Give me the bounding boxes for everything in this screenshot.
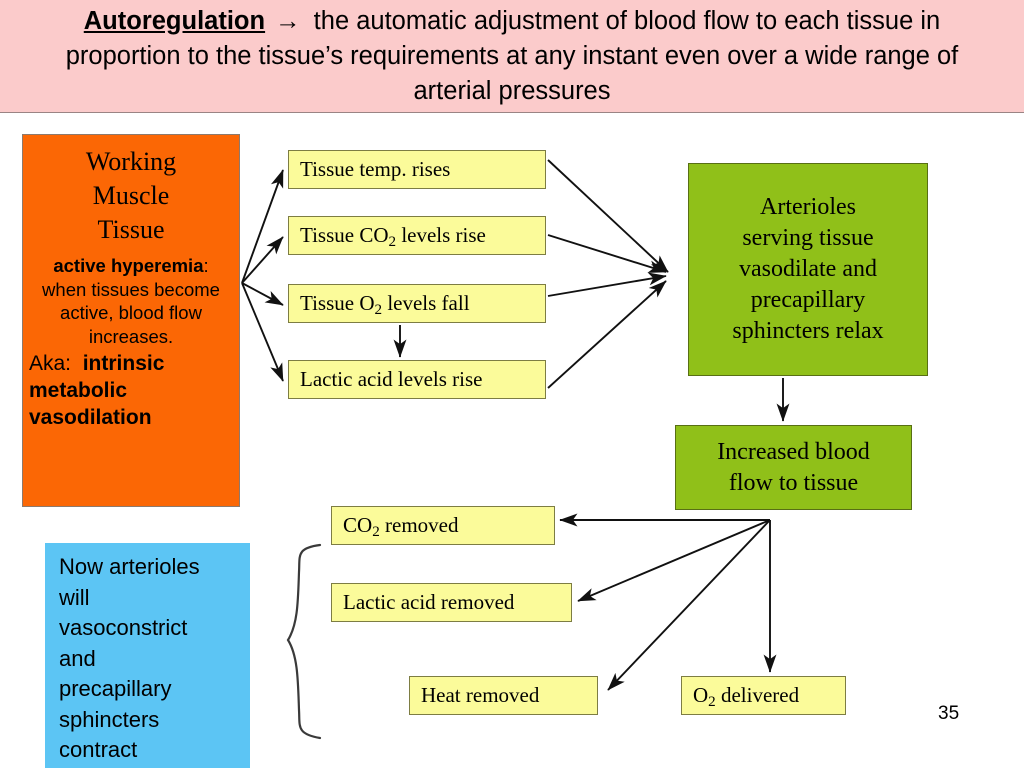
arrow-increased-flow-to-outcomes	[559, 513, 777, 691]
stimulus-box-tissue-temp[interactable]: Tissue temp. rises	[288, 150, 546, 189]
stimulus-label: Tissue temp. rises	[300, 157, 451, 181]
header-arrow-icon: →	[275, 6, 301, 35]
response-line: serving tissue	[742, 225, 874, 251]
grouping-brace-icon	[286, 543, 322, 740]
source-title-line-2: Muscle	[92, 181, 170, 210]
response-line: flow to tissue	[728, 469, 859, 496]
page-number: 35	[938, 703, 960, 724]
stimulus-box-co2[interactable]: Tissue CO2 levels rise	[288, 216, 546, 255]
outcome-box-lactic-acid-removed[interactable]: Lactic acid removed	[331, 583, 572, 622]
header-definition: Autoregulation → the automatic adjustment…	[32, 4, 992, 109]
working-muscle-tissue-box[interactable]: Working Muscle Tissue active hyperemia: …	[22, 134, 240, 507]
arrow-source-to-stimuli	[241, 169, 284, 382]
conclusion-line: vasoconstrict	[59, 615, 188, 640]
outcome-label: Lactic acid removed	[343, 590, 515, 614]
conclusion-line: contract	[59, 737, 138, 762]
source-term: active hyperemia	[53, 255, 204, 276]
outcome-label: CO2 removed	[343, 513, 459, 541]
source-title-line-1: Working	[85, 147, 177, 176]
increased-blood-flow-box[interactable]: Increased blood flow to tissue	[675, 425, 912, 510]
header-banner: Autoregulation → the automatic adjustment…	[0, 0, 1024, 113]
conclusion-line: sphincters	[59, 706, 160, 732]
conclusion-line: and	[59, 645, 96, 671]
conclusion-line: will	[59, 584, 90, 610]
arterioles-vasodilate-box[interactable]: Arterioles serving tissue vasodilate and…	[688, 163, 928, 376]
source-aka-label: Aka:	[29, 352, 72, 375]
source-description-text: when tissues become active, blood flow i…	[42, 278, 220, 347]
outcome-box-o2-delivered[interactable]: O2 delivered	[681, 676, 846, 715]
stimulus-label: Tissue O2 levels fall	[300, 291, 470, 319]
arrow-stimuli-to-arterioles	[547, 159, 669, 389]
source-aka-value: intrinsic metabolic vasodilation	[29, 352, 165, 429]
source-description: active hyperemia: when tissues become ac…	[29, 254, 233, 348]
stimulus-label: Lactic acid levels rise	[300, 367, 483, 391]
stimulus-label: Tissue CO2 levels rise	[300, 223, 486, 251]
response-line: sphincters relax	[732, 318, 884, 344]
conclusion-line: Now arterioles	[59, 554, 200, 579]
header-keyword: Autoregulation	[83, 6, 266, 35]
header-definition-text: the automatic adjustment of blood flow t…	[65, 6, 959, 105]
outcome-box-heat-removed[interactable]: Heat removed	[409, 676, 598, 715]
source-title-line-3: Tissue	[97, 215, 165, 244]
outcome-label: Heat removed	[421, 683, 540, 707]
response-line: Increased blood	[717, 438, 870, 465]
response-line: Arterioles	[760, 194, 856, 220]
source-term-colon: :	[203, 255, 209, 276]
outcome-label: O2 delivered	[693, 683, 800, 711]
response-line: vasodilate and	[739, 256, 877, 282]
stimulus-box-lactic-acid[interactable]: Lactic acid levels rise	[288, 360, 546, 399]
outcome-box-co2-removed[interactable]: CO2 removed	[331, 506, 555, 545]
stimulus-box-o2[interactable]: Tissue O2 levels fall	[288, 284, 546, 323]
vasoconstrict-conclusion-box[interactable]: Now arterioles will vasoconstrict and pr…	[45, 543, 250, 768]
response-line: precapillary	[750, 287, 866, 313]
source-aka: Aka: intrinsic metabolic vasodilation	[29, 350, 233, 431]
conclusion-line: precapillary	[59, 676, 172, 701]
